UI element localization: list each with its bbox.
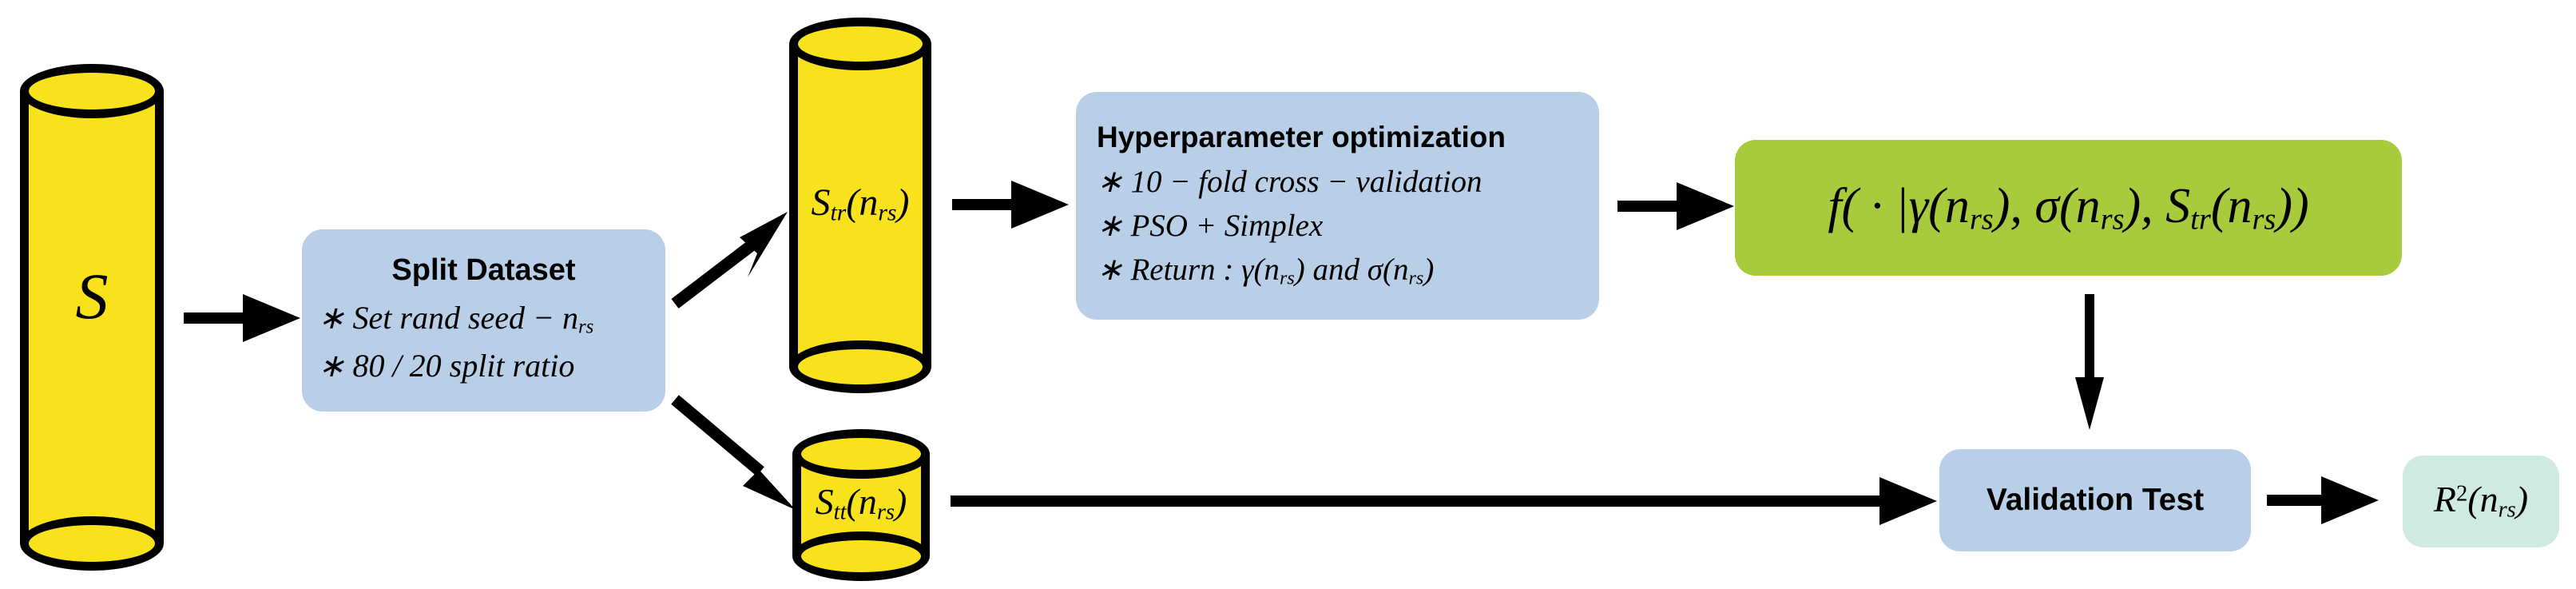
label-S: S bbox=[811, 181, 831, 224]
formula-gamma: γ(n bbox=[1908, 178, 1970, 233]
result-formula: R2(nrs) bbox=[2412, 481, 2550, 522]
cylinder-top-ellipse bbox=[789, 18, 931, 70]
box-result-r2[interactable]: R2(nrs) bbox=[2403, 456, 2559, 547]
cylinder-bottom-ellipse bbox=[20, 516, 164, 571]
validation-test-title: Validation Test bbox=[1986, 483, 2205, 517]
hyperparam-item-1: ∗ 10 − fold cross − validation bbox=[1097, 164, 1578, 200]
formula-gamma-sub: rs bbox=[1969, 202, 1994, 236]
hyperparam-item2-text: PSO + Simplex bbox=[1130, 208, 1324, 243]
formula-sep2: ), S bbox=[2124, 178, 2191, 233]
label-arg-close: ) bbox=[895, 481, 907, 522]
arrow-shaft bbox=[184, 312, 252, 324]
arrow-split-to-test bbox=[671, 392, 815, 519]
formula-close: )) bbox=[2276, 178, 2309, 233]
split-dataset-title: Split Dataset bbox=[391, 253, 576, 288]
arrow-shaft bbox=[2085, 294, 2094, 380]
arrow-shaft bbox=[1617, 201, 1686, 212]
cylinder-label-test-set: Stt(nrs) bbox=[792, 484, 930, 524]
arrow-diagonal-down-svg bbox=[671, 395, 796, 510]
label-text-S: S bbox=[75, 260, 109, 332]
cylinder-body bbox=[20, 91, 164, 543]
split-line2-text: 80 / 20 split ratio bbox=[352, 347, 575, 384]
box-split-dataset[interactable]: Split Dataset ∗ Set rand seed − nrs ∗ 80… bbox=[302, 229, 665, 412]
result-arg-close: ) bbox=[2515, 479, 2529, 520]
box-trained-model[interactable]: f( · |γ(nrs), σ(nrs), Str(nrs)) bbox=[1735, 140, 2402, 276]
arrow-head bbox=[243, 294, 300, 342]
arrow-head bbox=[1879, 477, 1937, 525]
hyperparam-item3-text: Return : γ(n bbox=[1130, 252, 1280, 287]
arrow-diagonal-up-svg bbox=[671, 212, 788, 308]
cylinder-top-ellipse bbox=[792, 429, 930, 479]
arrow-head bbox=[2075, 377, 2104, 430]
hyperparam-item3-mid: ) and σ(n bbox=[1294, 252, 1409, 287]
cylinder-bottom-ellipse bbox=[792, 531, 930, 581]
hyperparam-title: Hyperparameter optimization bbox=[1097, 120, 1506, 153]
formula-sigma-sub: rs bbox=[2100, 202, 2125, 236]
hyperparam-item-2: ∗ PSO + Simplex bbox=[1097, 208, 1578, 244]
formula-open: ( · | bbox=[1841, 178, 1909, 233]
arrow-shaft bbox=[952, 199, 1021, 210]
formula-arg-sub: rs bbox=[2252, 202, 2276, 236]
label-S: S bbox=[815, 481, 834, 522]
label-arg-close: ) bbox=[896, 181, 910, 224]
cylinder-test-set[interactable]: Stt(nrs) bbox=[792, 429, 930, 581]
hyperparam-item3-end: ) bbox=[1423, 252, 1435, 287]
bullet-icon: ∗ bbox=[318, 300, 345, 336]
result-arg-sub: rs bbox=[2498, 497, 2516, 523]
arrow-head bbox=[1011, 181, 1069, 229]
cylinder-full-dataset[interactable]: S bbox=[20, 64, 164, 571]
label-sub-tt: tt bbox=[833, 499, 847, 525]
formula-s-sub: tr bbox=[2190, 202, 2211, 236]
bullet-icon: ∗ bbox=[318, 347, 345, 384]
arrow-shaft bbox=[2267, 495, 2331, 506]
split-dataset-line-2: ∗ 80 / 20 split ratio bbox=[318, 347, 649, 384]
box-validation-test[interactable]: Validation Test bbox=[1939, 449, 2251, 551]
split-line1-symbol: n bbox=[562, 300, 579, 336]
split-line1-text: Set rand seed − bbox=[352, 300, 555, 336]
hyperparam-item3-sub2: rs bbox=[1408, 267, 1424, 289]
bullet-icon: ∗ bbox=[1097, 164, 1123, 199]
bullet-icon: ∗ bbox=[1097, 208, 1123, 243]
label-arg-sub: rs bbox=[878, 199, 897, 226]
cylinder-label-full-dataset: S bbox=[20, 264, 164, 329]
formula-sep1: ), σ(n bbox=[1993, 178, 2101, 233]
arrow-split-to-train bbox=[671, 204, 799, 316]
split-line1-sub: rs bbox=[578, 316, 594, 338]
bullet-icon: ∗ bbox=[1097, 252, 1123, 287]
split-dataset-line-1: ∗ Set rand seed − nrs bbox=[318, 299, 649, 338]
result-sup: 2 bbox=[2455, 481, 2468, 507]
model-formula: f( · |γ(nrs), σ(nrs), Str(nrs)) bbox=[1756, 181, 2381, 235]
hyperparam-item1-text: 10 − fold cross − validation bbox=[1130, 164, 1482, 199]
formula-f: f bbox=[1828, 178, 1842, 233]
cylinder-body bbox=[789, 44, 931, 367]
hyperparam-item-3: ∗ Return : γ(nrs) and σ(nrs) bbox=[1097, 252, 1578, 289]
formula-arg: (n bbox=[2210, 178, 2253, 233]
result-arg: (n bbox=[2467, 479, 2499, 520]
cylinder-label-training-set: Str(nrs) bbox=[789, 184, 931, 225]
label-sub-tr: tr bbox=[830, 199, 847, 226]
label-arg: (n bbox=[846, 181, 879, 224]
arrow-head bbox=[1677, 182, 1734, 230]
arrow-head bbox=[2321, 476, 2379, 524]
cylinder-training-set[interactable]: Str(nrs) bbox=[789, 18, 931, 393]
cylinder-top-ellipse bbox=[20, 64, 164, 118]
label-arg: (n bbox=[846, 481, 877, 522]
result-R: R bbox=[2433, 479, 2456, 520]
label-arg-sub: rs bbox=[876, 499, 895, 525]
arrow-shaft bbox=[951, 495, 1889, 507]
hyperparam-item3-sub1: rs bbox=[1279, 267, 1295, 289]
cylinder-bottom-ellipse bbox=[789, 340, 931, 393]
box-hyperparameter-optimization[interactable]: Hyperparameter optimization ∗ 10 − fold … bbox=[1076, 92, 1599, 320]
